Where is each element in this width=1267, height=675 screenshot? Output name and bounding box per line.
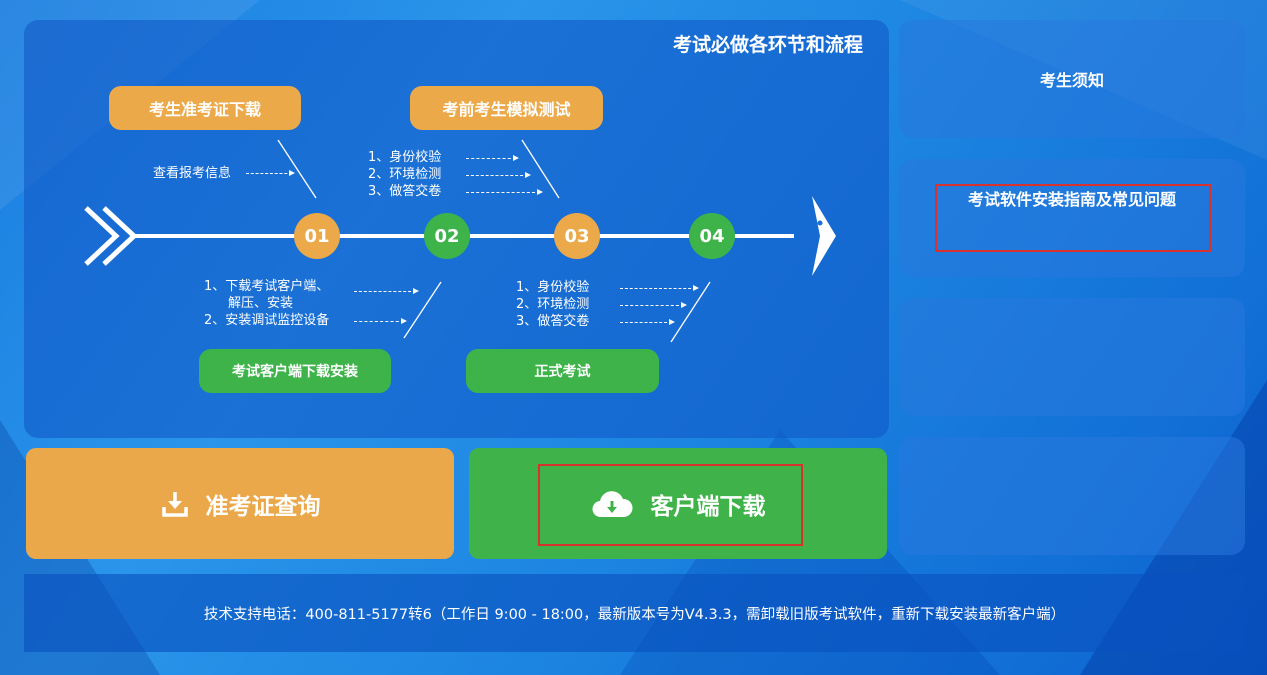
- dash-arrow: [466, 171, 531, 178]
- step-formal-exam: 正式考试: [466, 349, 659, 393]
- admission-query-label: 准考证查询: [205, 493, 321, 520]
- step-circle-02: 02: [424, 213, 470, 259]
- note-exam-2: 2、环境检测: [516, 297, 590, 312]
- highlight-box: [538, 464, 803, 546]
- guide-label: 考试软件安装指南及常见问题: [967, 190, 1176, 209]
- arrow-head-icon: [812, 196, 836, 276]
- note-mock-1: 1、身份校验: [368, 150, 442, 165]
- note-mock-2: 2、环境检测: [368, 167, 442, 182]
- note-view-info: 查看报考信息: [153, 166, 232, 181]
- support-text: 技术支持电话：400-811-5177转6（工作日 9:00 - 18:00，最…: [203, 606, 1066, 623]
- step-label: 考试客户端下载安装: [232, 364, 358, 380]
- support-footer: 技术支持电话：400-811-5177转6（工作日 9:00 - 18:00，最…: [24, 574, 1245, 652]
- note-install-2: 解压、安装: [228, 296, 294, 311]
- highlight-box: [935, 184, 1211, 252]
- step-circle-04: 04: [689, 213, 735, 259]
- flow-title: 考试必做各环节和流程: [672, 34, 863, 56]
- exam-flow-panel: 考试必做各环节和流程 考生准考证下载 考前考生模拟测试 查看报考信息 1、身份校…: [24, 20, 889, 438]
- notice-label: 考生须知: [1039, 71, 1104, 90]
- dash-arrow: [620, 284, 699, 291]
- note-mock-3: 3、做答交卷: [368, 184, 442, 199]
- double-chevron-icon: [84, 206, 138, 266]
- client-download-label: 客户端下载: [650, 493, 766, 520]
- note-exam-3: 3、做答交卷: [516, 314, 590, 329]
- step-label: 考生准考证下载: [148, 100, 261, 119]
- dash-arrow: [620, 318, 675, 325]
- download-tray-icon: [161, 491, 188, 517]
- step-circle-03: 03: [554, 213, 600, 259]
- dash-arrow: [620, 301, 687, 308]
- empty-panel: [899, 298, 1245, 416]
- cloud-download-icon: [591, 490, 633, 517]
- step-label: 正式考试: [534, 364, 591, 380]
- dash-arrow: [354, 287, 419, 294]
- step-mock-test: 考前考生模拟测试: [410, 86, 603, 130]
- empty-panel: [899, 437, 1245, 555]
- dash-arrow: [466, 188, 543, 195]
- step-client-install: 考试客户端下载安装: [199, 349, 391, 393]
- dash-arrow: [246, 169, 295, 176]
- note-exam-1: 1、身份校验: [516, 280, 590, 295]
- step-admission-download: 考生准考证下载: [109, 86, 301, 130]
- dash-arrow: [354, 317, 407, 324]
- install-guide-link[interactable]: 考试软件安装指南及常见问题: [899, 159, 1245, 277]
- dash-arrow: [466, 154, 519, 161]
- step-circle-01: 01: [294, 213, 340, 259]
- step-label: 考前考生模拟测试: [442, 100, 571, 119]
- note-install-3: 2、安装调试监控设备: [204, 313, 330, 328]
- note-install-1: 1、下载考试客户端、: [204, 279, 330, 294]
- admission-query-button[interactable]: 准考证查询: [26, 448, 454, 559]
- exam-notice-link[interactable]: 考生须知: [899, 20, 1245, 138]
